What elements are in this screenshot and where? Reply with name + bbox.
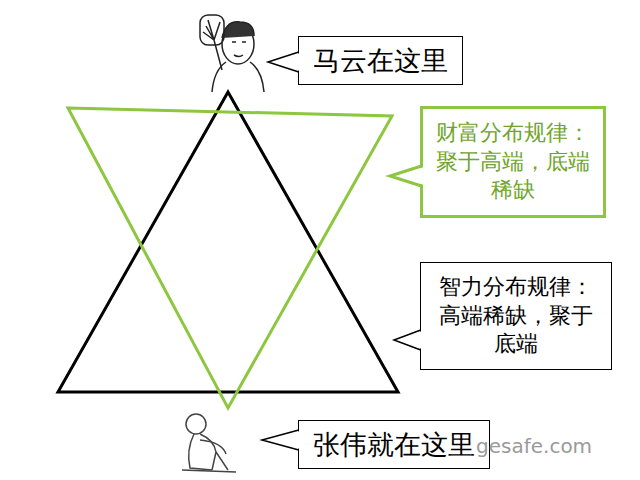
intelligence-triangle <box>58 92 398 392</box>
callout-text: 财富分布规律：聚于高端，底端稀缺 <box>435 119 591 205</box>
callout-tail-fill <box>262 431 300 449</box>
callout-tail <box>268 52 299 72</box>
callout-box: 张伟就在这里 <box>298 420 490 469</box>
man-figure <box>200 15 264 92</box>
callout-box: 财富分布规律：聚于高端，底端稀缺 <box>420 106 606 218</box>
callout-text: 智力分布规律：高端稀缺，聚于底端 <box>433 273 599 359</box>
wealth-triangle <box>68 108 392 408</box>
callout-text: 张伟就在这里 <box>313 427 475 462</box>
callout-tail-fill <box>394 331 422 349</box>
callout-box: 智力分布规律：高端稀缺，聚于底端 <box>420 262 612 370</box>
callout-tail <box>390 166 422 186</box>
sitting-figure <box>182 414 236 472</box>
callout-tail <box>394 330 421 350</box>
watermark: gesafe.com <box>476 434 592 458</box>
callout-box: 马云在这里 <box>298 36 463 85</box>
callout-tail-fill <box>268 53 300 71</box>
callout-text: 马云在这里 <box>313 43 448 78</box>
callout-tail <box>262 430 299 450</box>
